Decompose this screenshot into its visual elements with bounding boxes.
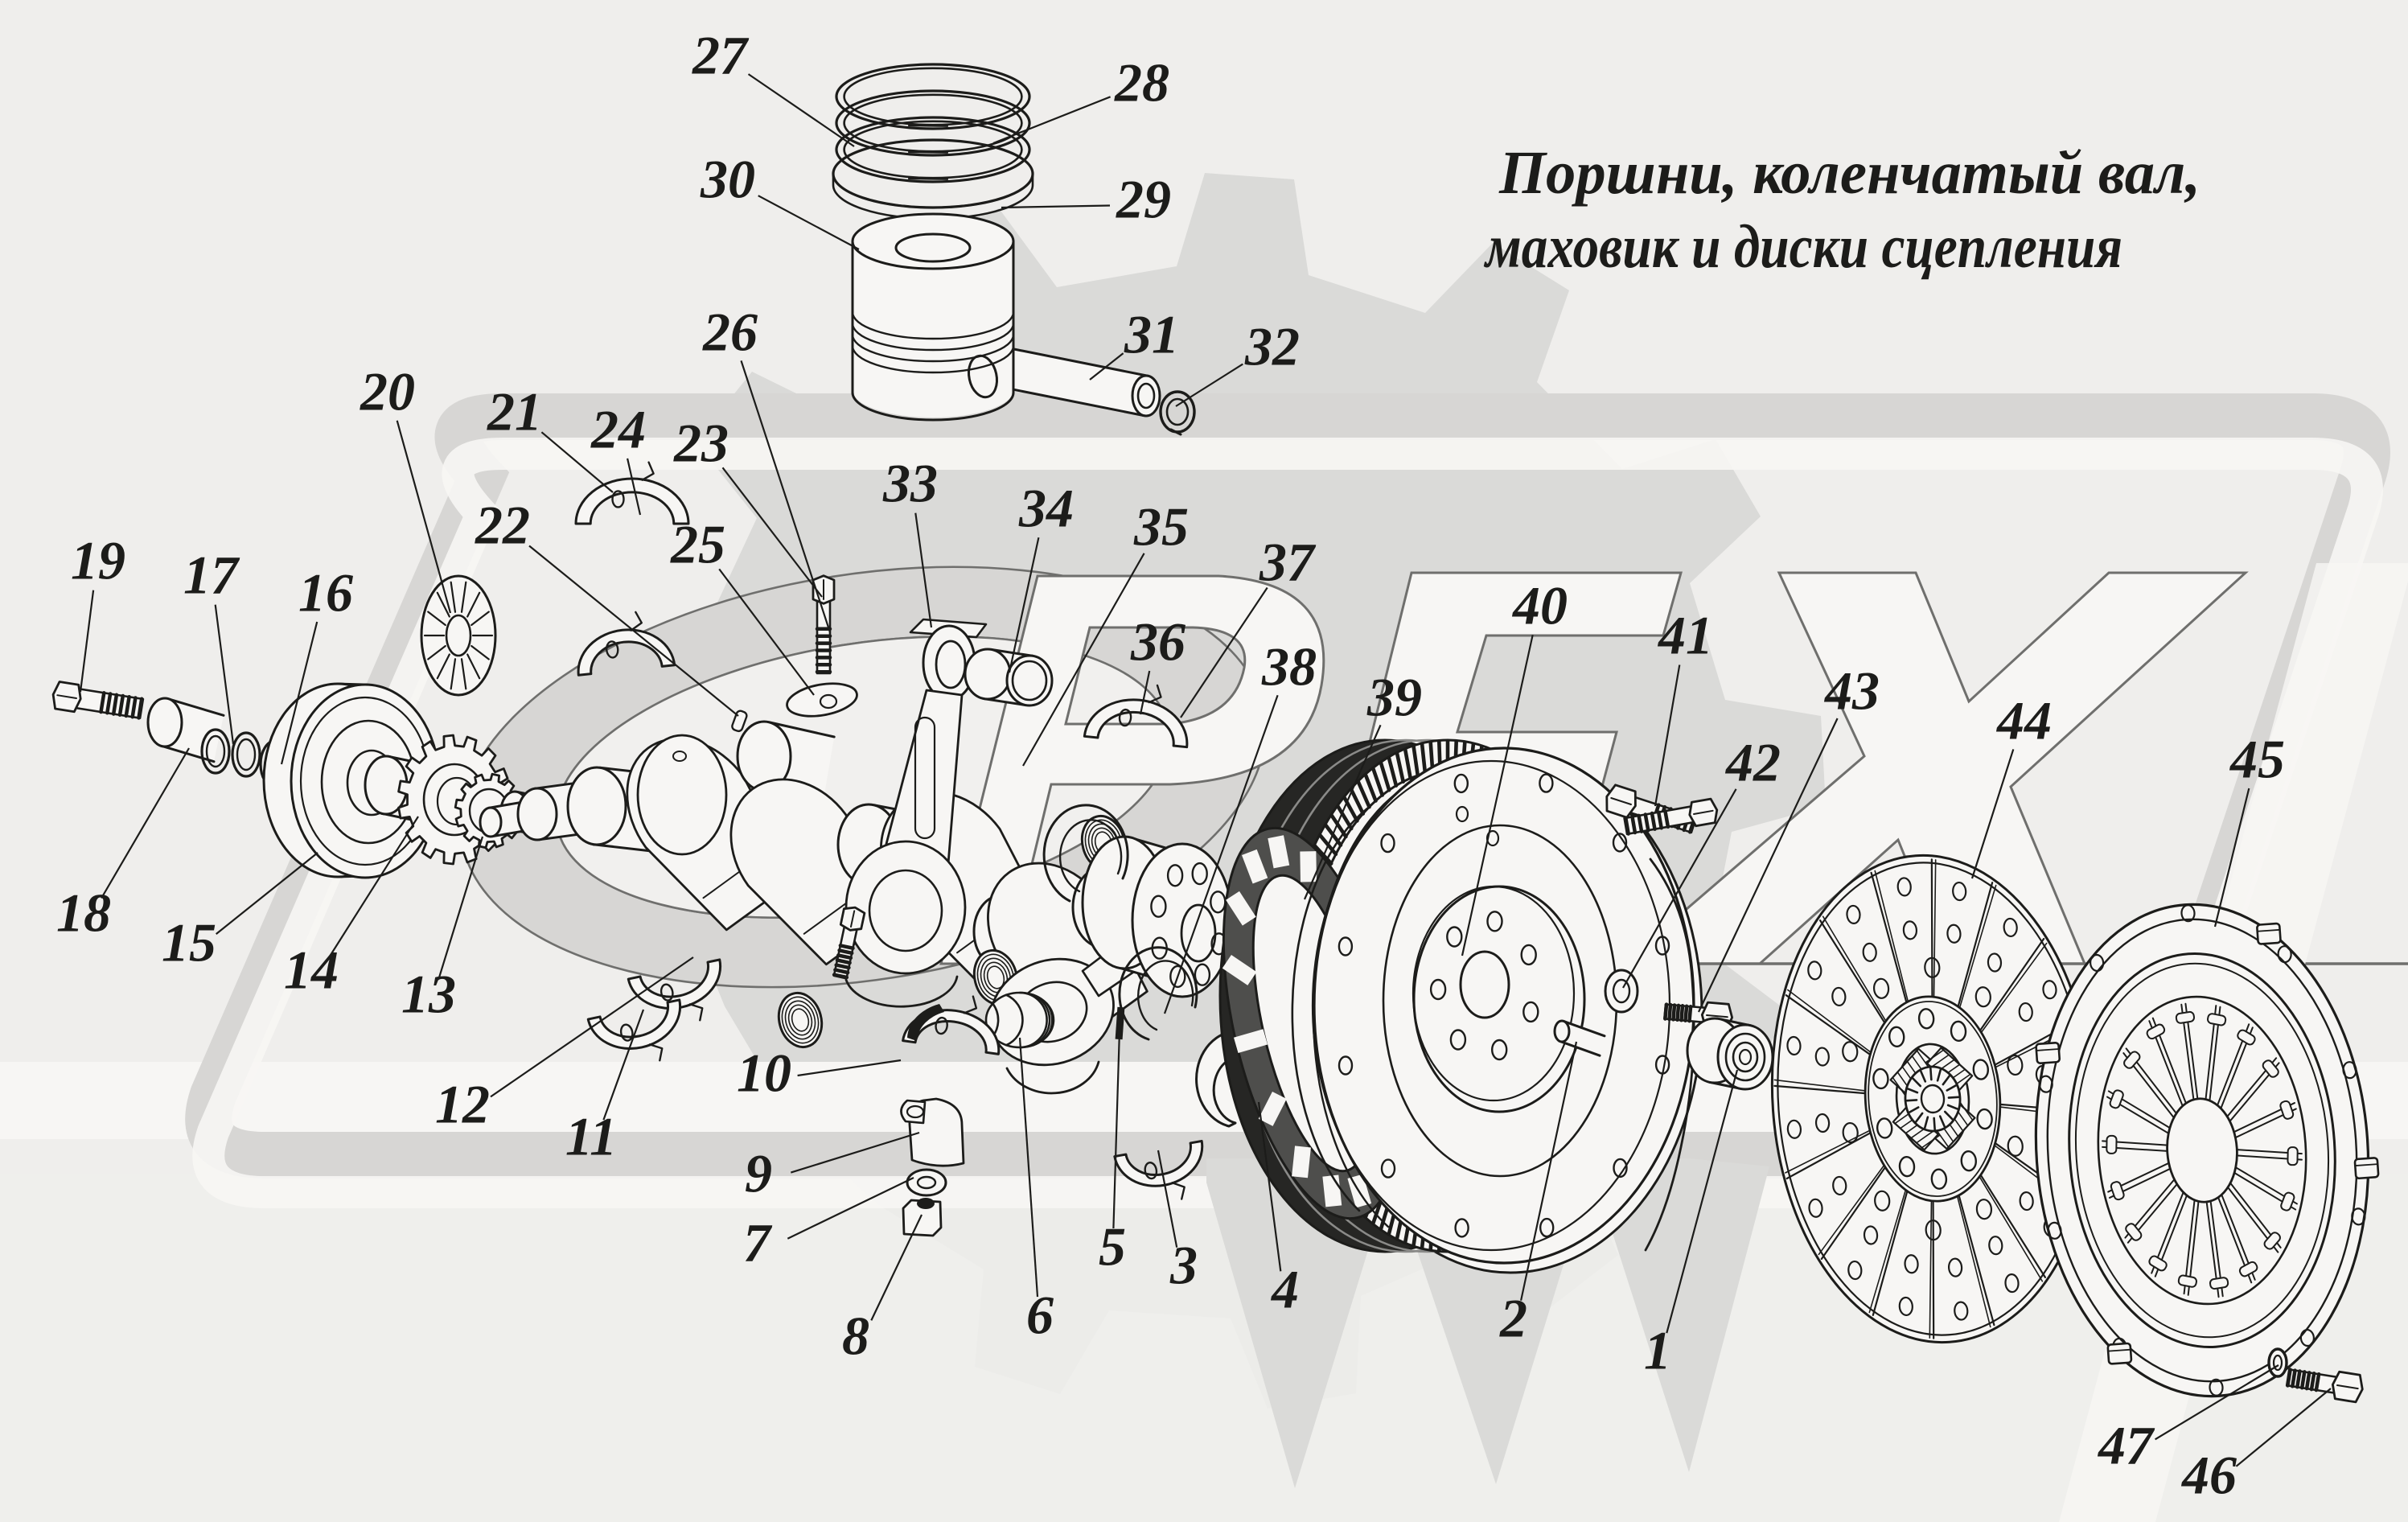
svg-text:22: 22 [475, 495, 530, 556]
svg-text:7: 7 [743, 1212, 773, 1273]
svg-text:28: 28 [1114, 52, 1169, 113]
svg-text:8: 8 [842, 1306, 869, 1367]
svg-text:33: 33 [882, 453, 938, 514]
svg-text:31: 31 [1124, 304, 1179, 365]
svg-text:43: 43 [1823, 660, 1880, 722]
svg-text:Поршни, коленчатый вал,: Поршни, коленчатый вал, [1498, 139, 2200, 207]
svg-text:19: 19 [71, 530, 125, 591]
svg-text:24: 24 [590, 399, 646, 460]
svg-text:9: 9 [745, 1143, 772, 1204]
svg-text:16: 16 [298, 562, 353, 623]
svg-text:34: 34 [1018, 478, 1074, 539]
svg-text:27: 27 [692, 25, 750, 86]
svg-text:29: 29 [1116, 169, 1171, 230]
svg-text:39: 39 [1366, 667, 1422, 728]
svg-text:18: 18 [56, 882, 111, 944]
svg-text:44: 44 [1995, 690, 2052, 751]
svg-text:30: 30 [700, 149, 755, 210]
svg-text:17: 17 [183, 545, 240, 606]
svg-text:1: 1 [1644, 1320, 1671, 1381]
svg-text:23: 23 [673, 413, 729, 474]
svg-text:47: 47 [2097, 1415, 2155, 1476]
svg-text:12: 12 [435, 1074, 490, 1135]
svg-text:5: 5 [1099, 1216, 1126, 1277]
svg-text:11: 11 [565, 1106, 617, 1167]
svg-text:40: 40 [1511, 575, 1568, 636]
svg-text:46: 46 [2180, 1445, 2237, 1506]
svg-text:3: 3 [1169, 1235, 1198, 1296]
svg-text:20: 20 [360, 361, 415, 422]
svg-text:15: 15 [162, 912, 216, 973]
svg-text:36: 36 [1130, 611, 1186, 673]
svg-text:42: 42 [1724, 732, 1781, 793]
svg-text:13: 13 [401, 964, 456, 1025]
svg-text:45: 45 [2229, 729, 2285, 790]
svg-text:25: 25 [670, 514, 725, 575]
svg-text:4: 4 [1270, 1259, 1299, 1320]
svg-text:37: 37 [1259, 532, 1317, 593]
svg-text:32: 32 [1244, 316, 1300, 377]
svg-text:6: 6 [1026, 1285, 1054, 1346]
svg-text:2: 2 [1499, 1288, 1527, 1349]
svg-text:10: 10 [737, 1043, 791, 1104]
svg-text:26: 26 [702, 302, 758, 363]
svg-text:14: 14 [284, 940, 339, 1001]
svg-text:38: 38 [1261, 636, 1317, 697]
svg-text:21: 21 [487, 381, 542, 442]
svg-text:35: 35 [1133, 496, 1189, 557]
svg-text:41: 41 [1657, 605, 1713, 666]
svg-text:маховик и диски сцепления: маховик и диски сцепления [1483, 213, 2122, 281]
